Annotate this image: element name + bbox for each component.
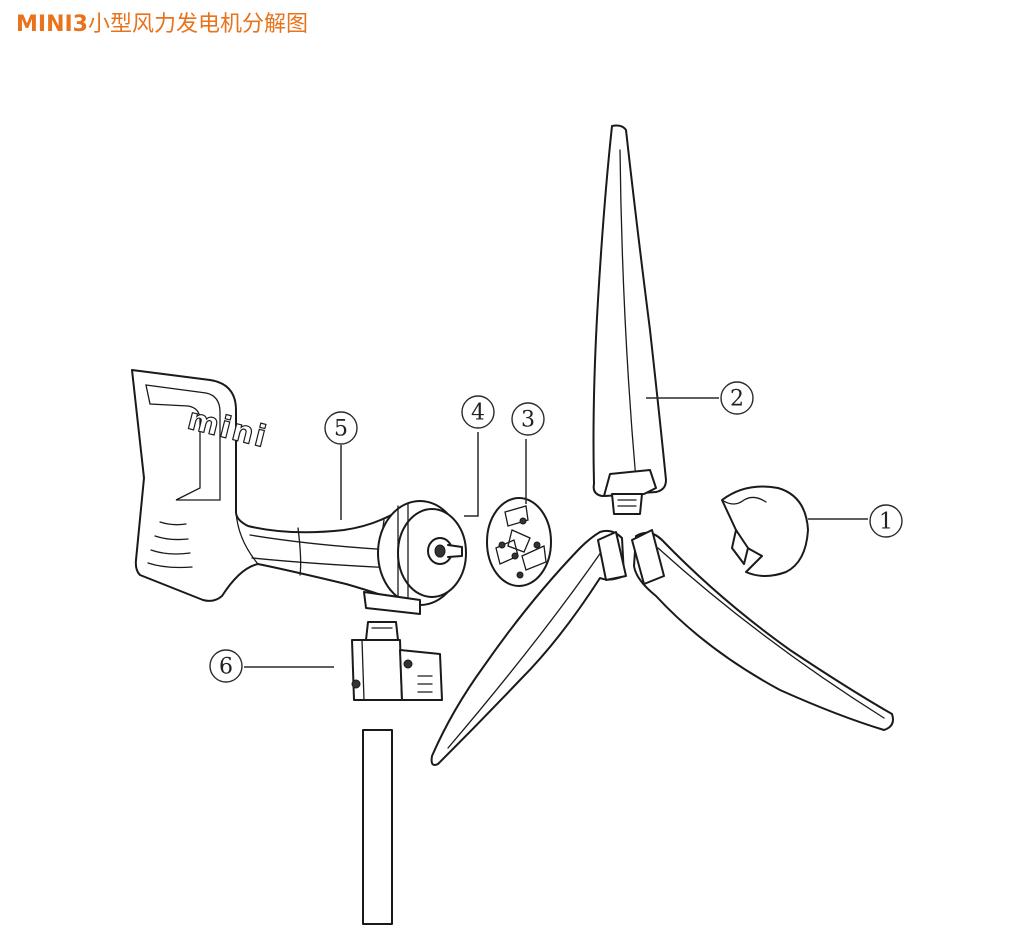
blade-top (592, 124, 667, 515)
yaw-bracket (351, 621, 443, 701)
callout-number-1: 1 (879, 510, 893, 535)
nose-cone (721, 485, 809, 577)
callout-number-3: 3 (521, 408, 535, 433)
blade-right (631, 529, 894, 731)
tower-pole (362, 729, 393, 925)
callout-number-4: 4 (471, 401, 485, 426)
callout-leaders (244, 397, 868, 668)
callout-5: 5 (324, 411, 358, 445)
blade-left (430, 529, 627, 766)
callout-number-5: 5 (334, 417, 348, 442)
callout-1: 1 (869, 504, 903, 538)
page-title: MINI3小型风力发电机分解图 (16, 6, 308, 38)
callout-number-2: 2 (730, 387, 744, 412)
tail-fin-body (131, 369, 421, 604)
callout-3: 3 (511, 402, 545, 436)
callout-2: 2 (720, 381, 754, 415)
title-model: MINI3 (16, 12, 88, 37)
hub-plate (486, 497, 552, 587)
leader-4 (464, 432, 479, 517)
callout-4: 4 (461, 395, 495, 429)
generator-housing (363, 500, 467, 615)
callout-6: 6 (209, 649, 243, 683)
title-text: 小型风力发电机分解图 (87, 12, 308, 37)
callout-number-6: 6 (219, 655, 233, 680)
